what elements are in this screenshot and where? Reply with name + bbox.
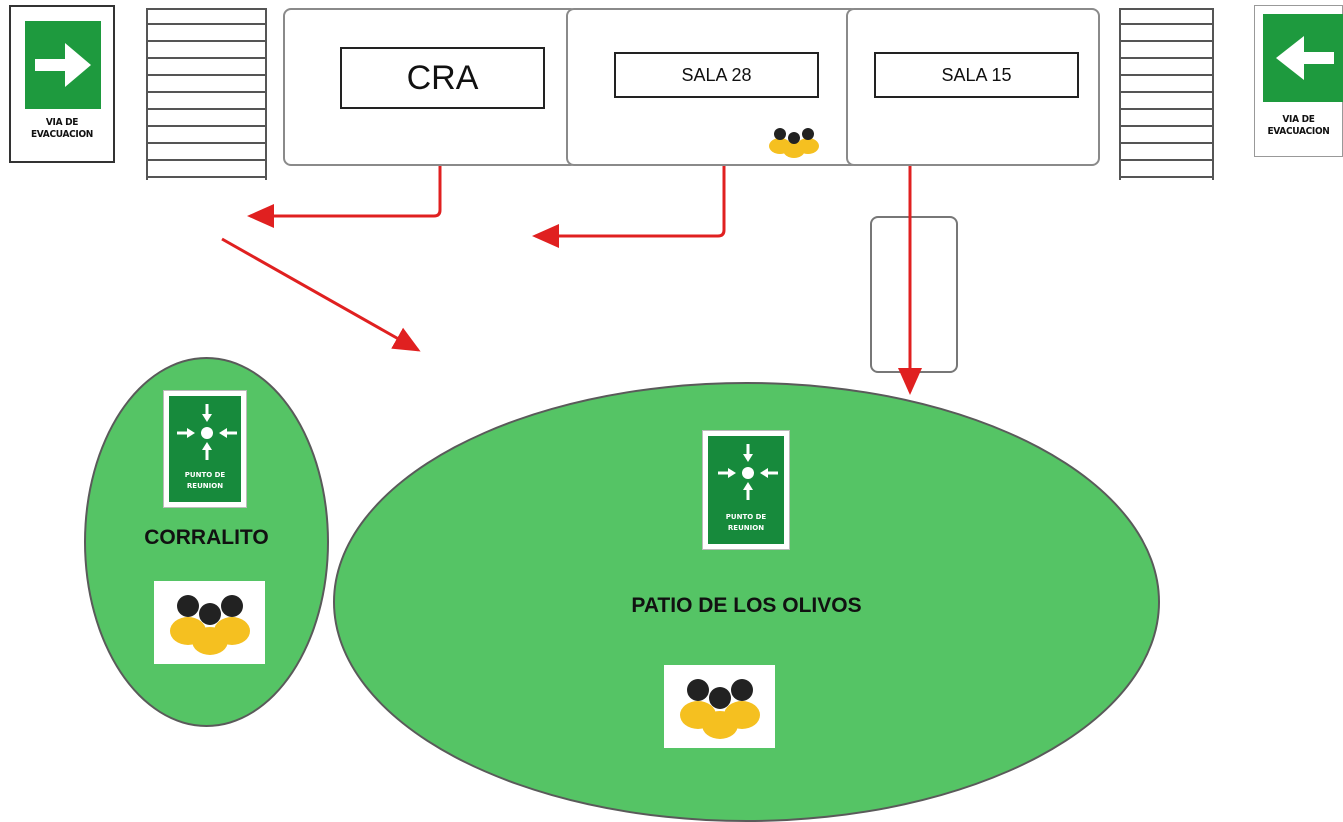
- exit-sign-right-text: VIA DE EVACUACION: [1267, 114, 1330, 137]
- arrow-sala28-route: [532, 166, 726, 248]
- people-group-corralito: [154, 581, 265, 664]
- room-sala-15-label: SALA 15: [874, 52, 1079, 98]
- zone-corralito-label: CORRALITO: [144, 526, 269, 549]
- meeting-point-icon: [718, 444, 778, 500]
- meeting-point-text-patio: PUNTO DE REUNION: [725, 513, 767, 532]
- room-sala-28-label: SALA 28: [614, 52, 819, 98]
- stairs-right: [1119, 8, 1214, 180]
- people-group-icon: [769, 128, 819, 158]
- zone-patio-de-los-olivos: PUNTO DE REUNION PATIO DE LOS OLIVOS: [333, 382, 1160, 822]
- room-cra: CRA: [283, 8, 578, 166]
- room-cra-label: CRA: [340, 47, 545, 109]
- arrow-diagonal-route: [221, 237, 421, 352]
- meeting-point-text-corralito: PUNTO DE REUNION: [184, 471, 226, 490]
- room-sala-28: SALA 28: [566, 8, 859, 166]
- meeting-point-icon: [177, 404, 237, 460]
- exit-sign-left-text: VIA DE EVACUACION: [30, 117, 94, 140]
- people-group-icon: [680, 679, 760, 739]
- people-group-icon: [170, 595, 250, 655]
- zone-patio-label: PATIO DE LOS OLIVOS: [631, 594, 862, 617]
- room-sala-15: SALA 15: [846, 8, 1100, 166]
- zone-corralito: PUNTO DE REUNION CORRALITO: [84, 357, 329, 727]
- meeting-point-sign-patio: PUNTO DE REUNION: [702, 430, 790, 550]
- meeting-point-sign-corralito: PUNTO DE REUNION: [163, 390, 247, 508]
- exit-sign-left-panel: [25, 21, 101, 109]
- people-group-patio: [664, 665, 775, 748]
- stairs-left: [146, 8, 267, 180]
- exit-sign-right-panel: [1263, 14, 1343, 102]
- arrow-left-icon: [1276, 36, 1334, 80]
- exit-sign-right: VIA DE EVACUACION: [1254, 5, 1343, 157]
- corridor-box: [870, 216, 958, 373]
- arrow-cra-route: [247, 166, 442, 228]
- exit-sign-left: VIA DE EVACUACION: [9, 5, 115, 163]
- arrow-right-icon: [35, 43, 91, 87]
